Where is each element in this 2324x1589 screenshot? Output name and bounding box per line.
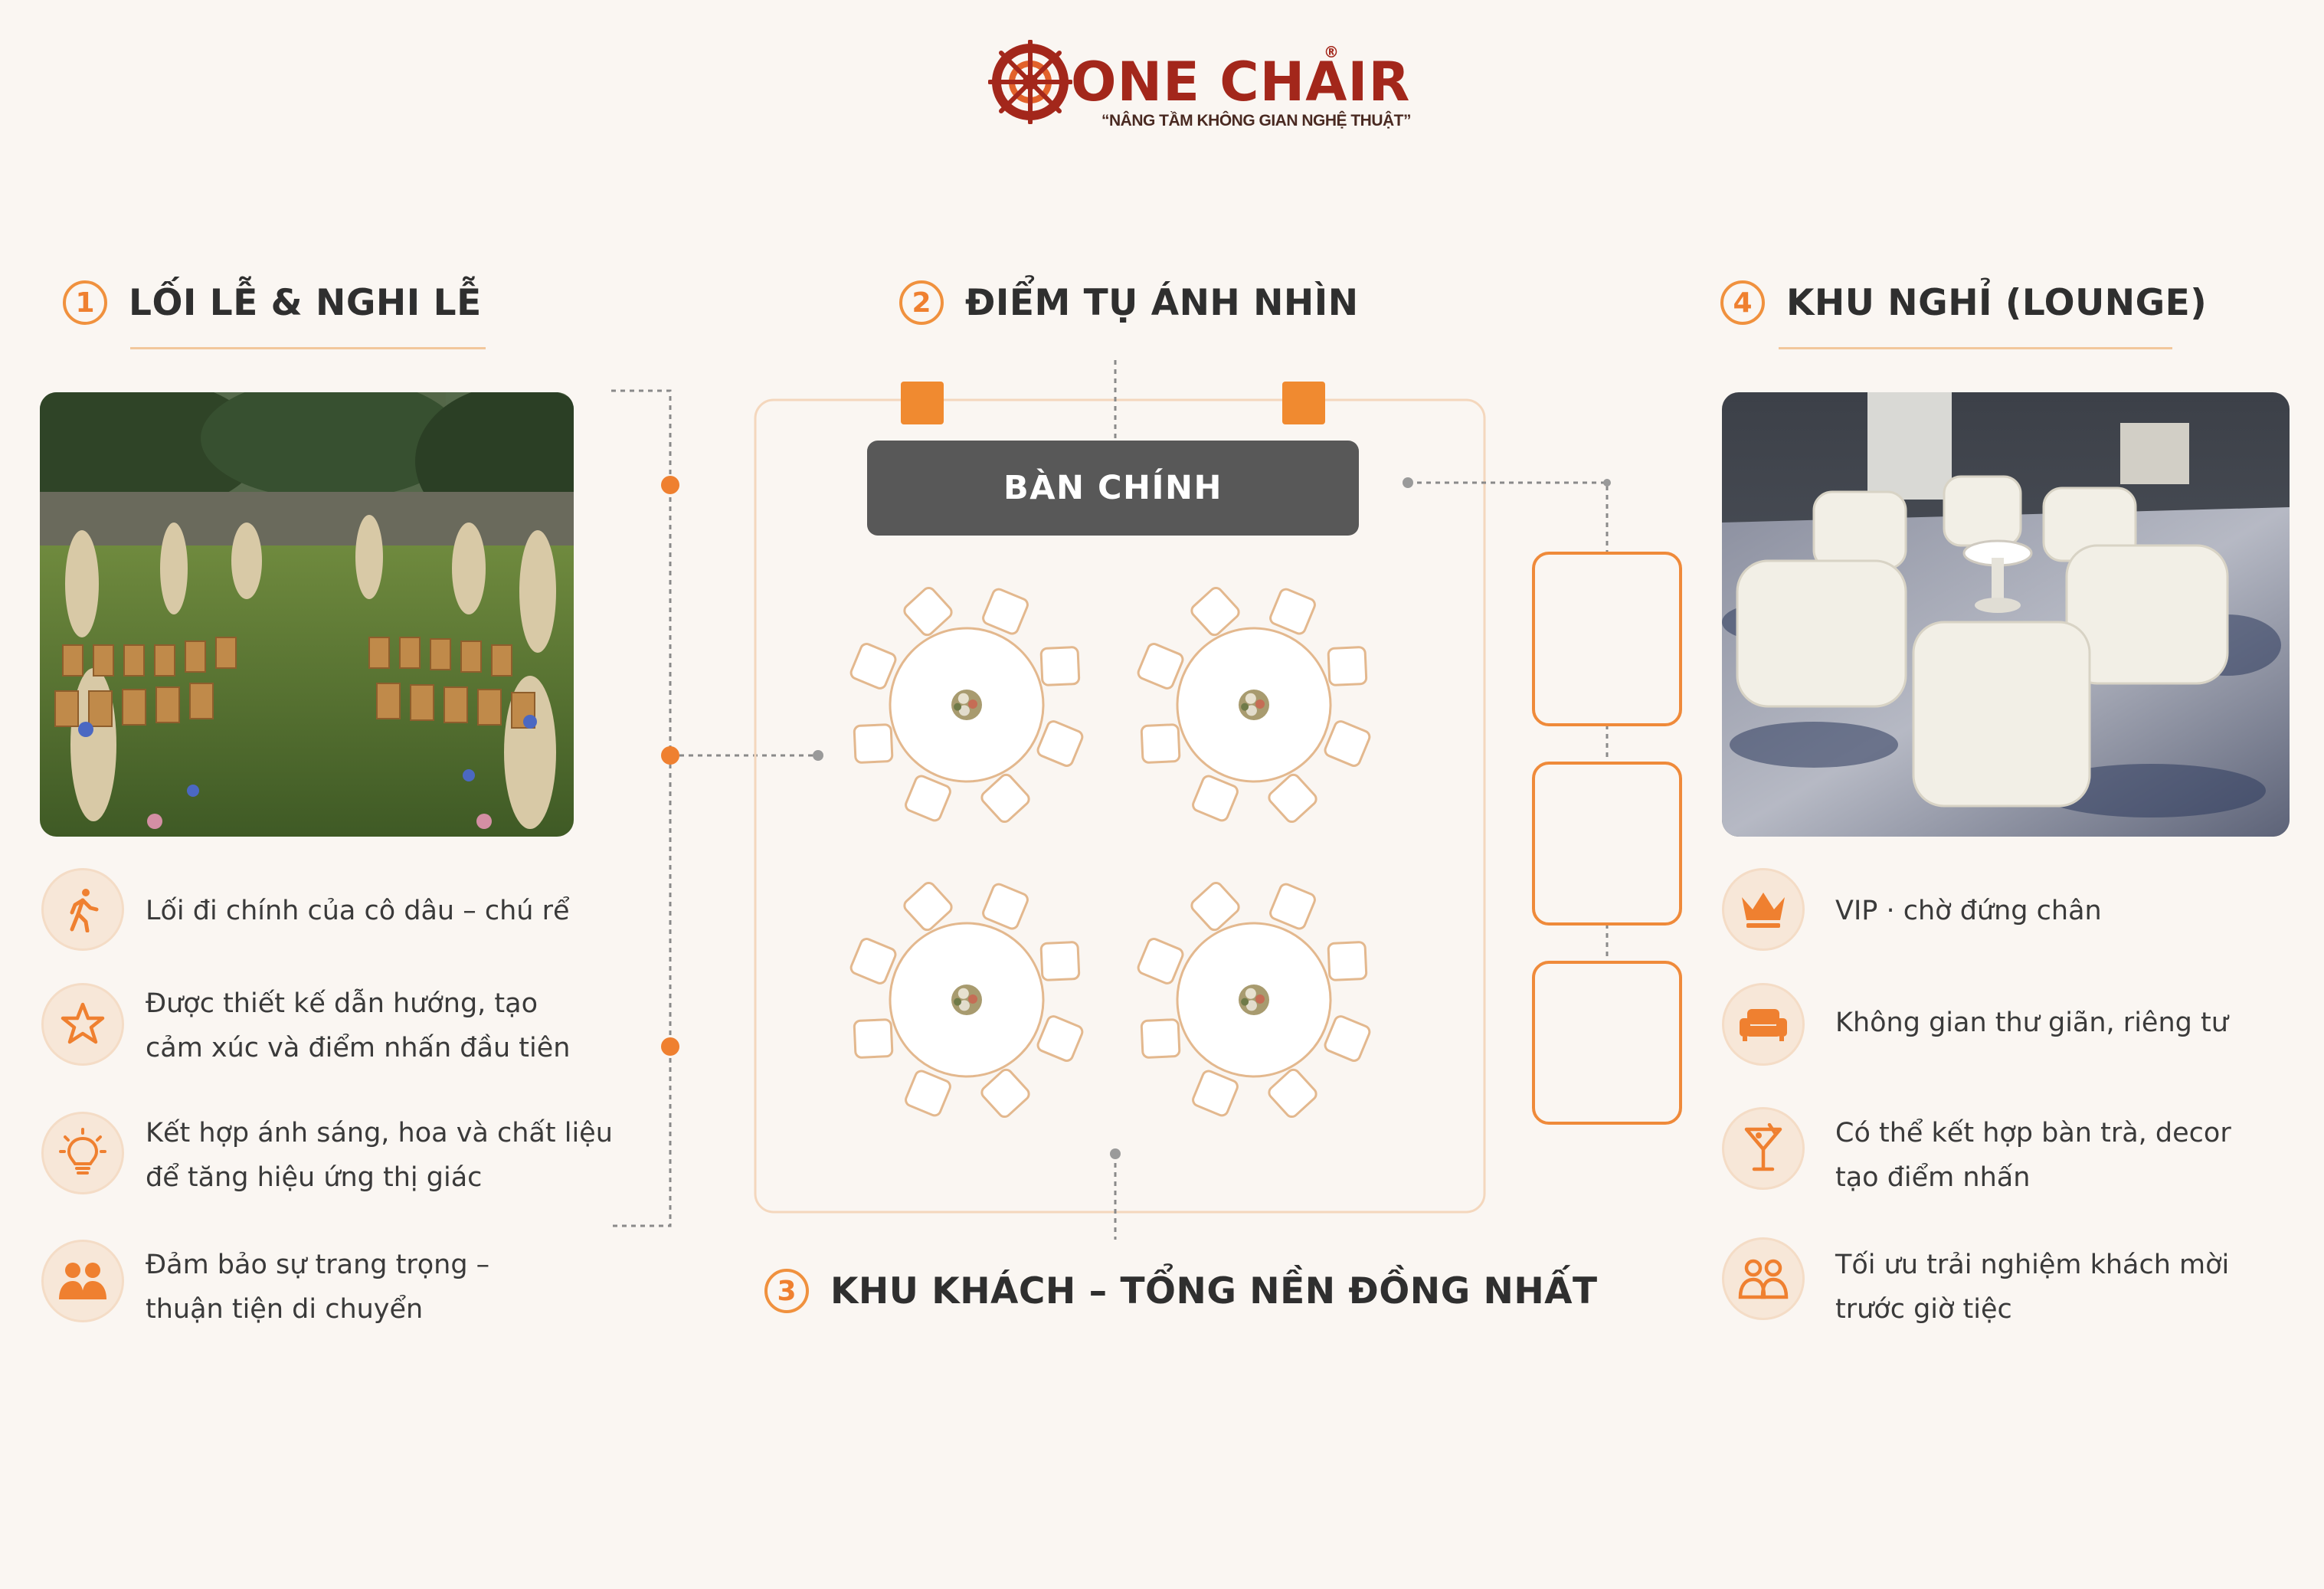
main-table: BÀN CHÍNH xyxy=(867,441,1359,536)
ceremony-aisle-photo xyxy=(40,392,574,837)
left-feature-3-text: Kết hợp ánh sáng, hoa và chất liệu để tă… xyxy=(146,1111,613,1200)
sofa-icon xyxy=(1722,983,1805,1066)
section-1-title: LỐI LỄ & NGHI LỄ xyxy=(129,281,482,324)
registered-mark: ® xyxy=(1324,43,1339,61)
right-feature-2-text: Không gian thư giãn, riêng tư xyxy=(1835,1001,2228,1045)
left-feature-3-line-2: để tăng hiệu ứng thị giác xyxy=(146,1162,483,1193)
section-4-underline xyxy=(1779,347,2172,349)
right-feature-3-text: Có thể kết hợp bàn trà, decor tạo điểm n… xyxy=(1835,1111,2231,1200)
section-1-number: 1 xyxy=(63,280,107,325)
people-glyph xyxy=(59,1263,106,1299)
lounge-area-box-2 xyxy=(1532,762,1682,926)
section-4-number: 4 xyxy=(1720,280,1765,325)
section-3-number: 3 xyxy=(764,1269,809,1313)
people-icon xyxy=(1722,1237,1805,1320)
left-feature-2-line-2: cảm xúc và điểm nhấn đầu tiên xyxy=(146,1033,571,1063)
lounge-connector xyxy=(1403,477,1682,1125)
walking-person-icon xyxy=(41,868,124,951)
right-feature-3-line-2: tạo điểm nhấn xyxy=(1835,1162,2031,1193)
walking-person-glyph xyxy=(70,889,99,932)
people-outline-glyph xyxy=(1738,1259,1789,1299)
seating-floor-plan xyxy=(754,360,1486,1240)
section-4-title: KHU NGHỈ (LOUNGE) xyxy=(1786,281,2208,324)
aisle-bracket-connector xyxy=(611,389,823,1227)
ship-wheel-logo-icon xyxy=(988,40,1072,124)
guest-table-4 xyxy=(1096,842,1379,1134)
section-4-header: 4 KHU NGHỈ (LOUNGE) xyxy=(1720,280,2207,325)
brand-logo: ONE CHAIR ® “NÂNG TẦM KHÔNG GIAN NGHỆ TH… xyxy=(988,38,1411,146)
cocktail-glyph xyxy=(1744,1123,1782,1171)
right-feature-1-text: VIP · chờ đứng chân xyxy=(1835,889,2102,933)
garden-ceremony-illustration xyxy=(40,392,574,837)
section-1-header: 1 LỐI LỄ & NGHI LỄ xyxy=(63,280,482,325)
left-feature-1-line-1: Lối đi chính của cô dâu – chú rể xyxy=(146,896,570,926)
guest-table-2 xyxy=(1096,575,1379,863)
logo-tagline: “NÂNG TẦM KHÔNG GIAN NGHỆ THUẬT” xyxy=(1101,112,1411,129)
star-icon xyxy=(41,983,124,1066)
right-feature-4-line-2: trước giờ tiệc xyxy=(1835,1294,2012,1325)
lightbulb-icon xyxy=(41,1112,124,1194)
right-feature-4-line-1: Tối ưu trải nghiệm khách mời xyxy=(1835,1250,2230,1280)
crown-icon xyxy=(1722,868,1805,951)
logo-wordmark: ONE CHAIR xyxy=(1071,51,1411,113)
guest-table-1 xyxy=(843,575,1124,863)
left-feature-4-line-1: Đảm bảo sự trang trọng – xyxy=(146,1250,490,1280)
right-feature-1-line-1: VIP · chờ đứng chân xyxy=(1835,896,2102,926)
stage-marker-left xyxy=(901,382,944,424)
right-feature-3-line-1: Có thể kết hợp bàn trà, decor xyxy=(1835,1118,2231,1148)
crown-glyph xyxy=(1742,893,1785,928)
section-2-header: 2 ĐIỂM TỤ ÁNH NHÌN xyxy=(899,280,1359,325)
lounge-area-box-1 xyxy=(1532,552,1682,726)
left-feature-4-text: Đảm bảo sự trang trọng – thuận tiện di c… xyxy=(146,1243,489,1332)
right-feature-2-line-1: Không gian thư giãn, riêng tư xyxy=(1835,1007,2228,1038)
guest-round-tables xyxy=(843,575,1379,1134)
left-feature-3-line-1: Kết hợp ánh sáng, hoa và chất liệu xyxy=(146,1118,613,1148)
section-2-title: ĐIỂM TỤ ÁNH NHÌN xyxy=(965,281,1359,324)
left-feature-2-text: Được thiết kế dẫn hướng, tạo cảm xúc và … xyxy=(146,981,570,1070)
stage-marker-right xyxy=(1282,382,1325,424)
star-glyph xyxy=(61,1002,105,1044)
section-3-title: KHU KHÁCH – TỔNG NỀN ĐỒNG NHẤT xyxy=(830,1270,1598,1312)
right-feature-4-text: Tối ưu trải nghiệm khách mời trước giờ t… xyxy=(1835,1243,2229,1332)
cocktail-icon xyxy=(1722,1107,1805,1190)
lounge-area-box-3 xyxy=(1532,961,1682,1125)
left-feature-2-line-1: Được thiết kế dẫn hướng, tạo xyxy=(146,988,538,1019)
lounge-armchairs-illustration xyxy=(1722,392,2290,837)
sofa-glyph xyxy=(1740,1009,1787,1041)
lightbulb-glyph xyxy=(59,1128,106,1175)
section-2-number: 2 xyxy=(899,280,944,325)
lounge-photo xyxy=(1722,392,2290,837)
left-feature-4-line-2: thuận tiện di chuyển xyxy=(146,1294,424,1325)
section-3-header: 3 KHU KHÁCH – TỔNG NỀN ĐỒNG NHẤT xyxy=(764,1269,1598,1313)
guest-table-3 xyxy=(843,842,1124,1134)
section-1-underline xyxy=(130,347,486,349)
left-feature-1-text: Lối đi chính của cô dâu – chú rể xyxy=(146,889,570,933)
people-icon xyxy=(41,1240,124,1322)
